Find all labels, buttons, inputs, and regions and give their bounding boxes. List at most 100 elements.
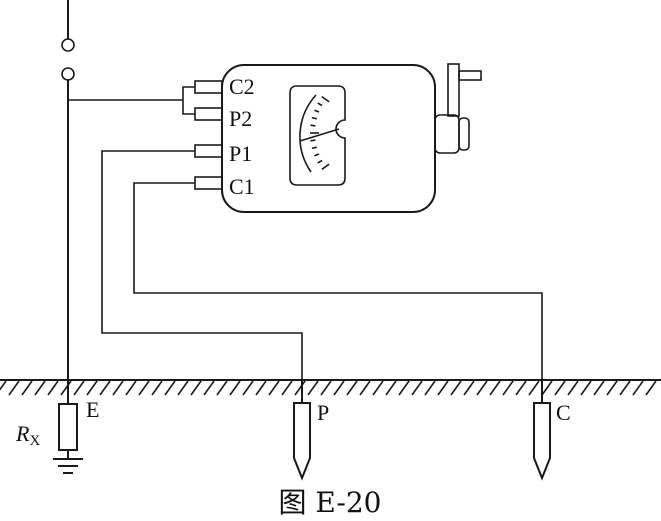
hatch-line — [164, 380, 176, 396]
crank-knob — [458, 117, 470, 151]
dial-tick — [317, 102, 323, 107]
hatch-line — [281, 380, 293, 396]
terminal-circle-upper — [61, 38, 75, 52]
hatch-line — [632, 380, 644, 396]
hatch-line — [515, 380, 527, 396]
hatch-line — [541, 380, 553, 396]
dial-tick — [311, 146, 317, 150]
hatch-line — [320, 380, 332, 396]
hatch-line — [528, 380, 540, 396]
dial-tick — [310, 124, 316, 127]
electrode-c-spike — [533, 402, 551, 481]
hatch-line — [138, 380, 150, 396]
electrode-p-spike — [293, 402, 311, 481]
hatch-line — [73, 380, 85, 396]
crank-base — [434, 114, 460, 154]
hatch-line — [554, 380, 566, 396]
resistor-rx — [58, 403, 78, 451]
hatch-line — [450, 380, 462, 396]
ground-hatching — [0, 380, 657, 396]
hatch-line — [34, 380, 46, 396]
meter-dial — [289, 85, 346, 186]
figure-caption: 图 E-20 — [279, 486, 382, 519]
hatch-line — [567, 380, 579, 396]
hatch-line — [21, 380, 33, 396]
hatch-line — [255, 380, 267, 396]
hatch-line — [606, 380, 618, 396]
dial-tick — [321, 163, 330, 171]
terminal-tab-c2 — [194, 80, 223, 94]
hatch-line — [489, 380, 501, 396]
terminal-label-c1: C1 — [229, 174, 255, 199]
terminal-label-c2: C2 — [229, 74, 255, 99]
electrode-p: P — [293, 379, 329, 481]
hatch-line — [580, 380, 592, 396]
supply-wire — [61, 0, 75, 405]
hatch-line — [463, 380, 475, 396]
hatch-line — [333, 380, 345, 396]
hatch-line — [86, 380, 98, 396]
hatch-line — [216, 380, 228, 396]
dial-tick — [314, 153, 320, 157]
hatch-line — [190, 380, 202, 396]
electrode-p-label: P — [317, 400, 329, 425]
terminal-tab-p2 — [194, 107, 223, 121]
hatch-line — [476, 380, 488, 396]
hatch-line — [294, 380, 306, 396]
hatch-line — [307, 380, 319, 396]
earth-resistance-meter: C2 P2 P1 C1 — [182, 63, 482, 213]
wire-p1-to-p — [101, 150, 303, 380]
hatch-line — [593, 380, 605, 396]
wire-c1-to-c — [133, 182, 543, 380]
hatch-line — [112, 380, 124, 396]
c2-p2-bracket — [182, 86, 195, 115]
hatch-line — [242, 380, 254, 396]
ground-surface — [0, 379, 661, 396]
hatch-line — [8, 380, 20, 396]
hatch-line — [385, 380, 397, 396]
hatch-line — [346, 380, 358, 396]
dial-needle — [299, 128, 340, 142]
hatch-line — [125, 380, 137, 396]
hatch-line — [424, 380, 436, 396]
hatch-line — [47, 380, 59, 396]
dial-scale-ticks — [310, 95, 330, 171]
hatch-line — [502, 380, 514, 396]
dial-tick — [311, 116, 317, 120]
hatch-line — [619, 380, 631, 396]
terminal-tab-p1 — [194, 144, 223, 158]
hatch-line — [268, 380, 280, 396]
hatch-line — [411, 380, 423, 396]
dial-window — [289, 85, 346, 186]
dial-tick — [317, 159, 323, 164]
hatch-line — [151, 380, 163, 396]
hatch-line — [398, 380, 410, 396]
dial-tick — [310, 139, 316, 142]
dial-tick — [314, 109, 320, 113]
hatch-line — [372, 380, 384, 396]
terminal-tab-c1 — [194, 176, 223, 190]
hatch-line — [203, 380, 215, 396]
hatch-line — [359, 380, 371, 396]
ground-symbol-icon — [53, 458, 83, 474]
resistor-label: RX — [15, 421, 40, 449]
electrode-c-label: C — [556, 400, 571, 425]
electrode-e: RX E — [15, 397, 99, 474]
electrode-c: C — [533, 379, 571, 481]
hatch-line — [645, 380, 657, 396]
dial-scale-arc — [299, 94, 317, 173]
electrode-e-label: E — [86, 397, 99, 422]
crank-handle-icon — [434, 63, 482, 154]
terminal-label-p1: P1 — [229, 141, 252, 166]
terminal-label-p2: P2 — [229, 106, 252, 131]
wires — [68, 99, 543, 380]
hatch-line — [177, 380, 189, 396]
hatch-line — [229, 380, 241, 396]
dial-tick — [321, 95, 330, 103]
terminal-circle-lower — [61, 67, 75, 81]
hatch-line — [99, 380, 111, 396]
hatch-line — [60, 380, 72, 396]
hatch-line — [437, 380, 449, 396]
crank-arm — [447, 63, 460, 117]
